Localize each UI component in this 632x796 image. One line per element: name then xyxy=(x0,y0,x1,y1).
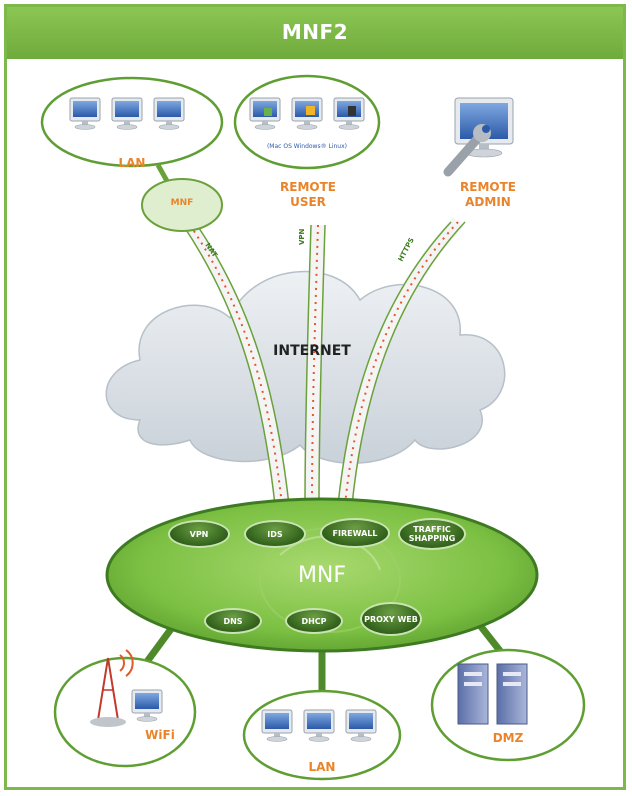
tunnel-middle xyxy=(304,224,326,506)
tunnel-right xyxy=(337,217,466,506)
dmz-label: DMZ xyxy=(492,731,524,745)
tunnel-label-right: HTTPS xyxy=(397,236,416,262)
remote-user-node xyxy=(233,74,381,170)
diagram-title: MNF2 xyxy=(281,20,349,44)
title-bar: MNF2 xyxy=(7,7,623,59)
tunnel-left xyxy=(182,221,290,506)
service-firewall: FIREWALL xyxy=(320,518,390,548)
remote-user-label: REMOTE USER xyxy=(280,180,336,209)
wifi-node xyxy=(53,656,197,768)
mnf-small-node xyxy=(141,178,223,232)
internet-label: INTERNET xyxy=(273,343,351,359)
remote-user-os-label: (Mac OS Windows® Linux) xyxy=(266,143,348,150)
service-vpn: VPN xyxy=(168,520,230,548)
service-traffic-shapping: TRAFFIC SHAPPING xyxy=(398,518,466,550)
service-proxy-web: PROXY WEB xyxy=(360,602,422,636)
remote-admin-label: REMOTE ADMIN xyxy=(460,180,516,209)
wifi-tower-icon xyxy=(90,649,163,727)
bottom-lan-node xyxy=(242,689,402,781)
mnf-hub-label: MNF xyxy=(297,563,347,588)
mnf-small-label: MNF xyxy=(170,198,194,208)
cloud-icon xyxy=(105,270,506,464)
service-dhcp: DHCP xyxy=(285,608,343,634)
tunnel-label-middle: VPN xyxy=(298,228,306,245)
bottom-lan-label: LAN xyxy=(308,760,336,774)
top-lan-node xyxy=(40,76,224,168)
service-dns: DNS xyxy=(204,608,262,634)
service-ids: IDS xyxy=(244,520,306,548)
top-lan-label: LAN xyxy=(118,156,146,170)
wifi-label: WiFi xyxy=(145,728,175,742)
dmz-node xyxy=(430,648,586,762)
wrench-icon xyxy=(443,124,491,177)
